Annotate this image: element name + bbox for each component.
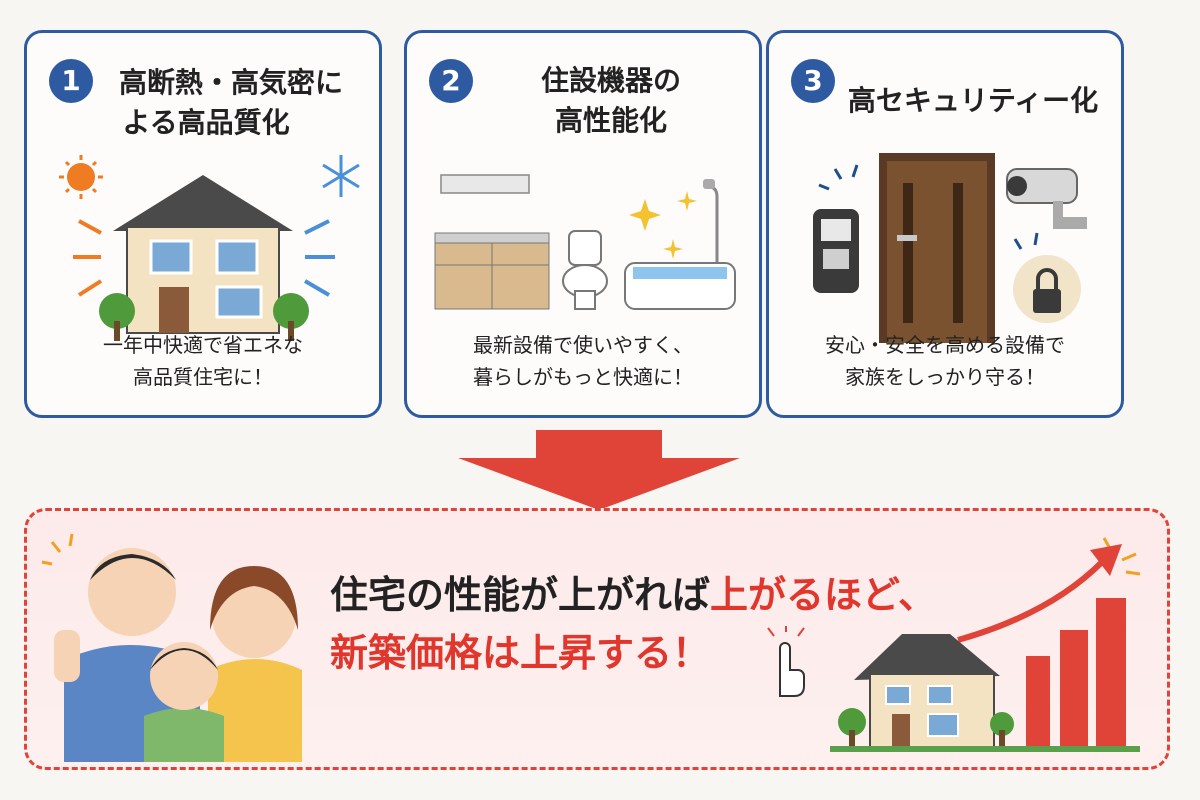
card-description: 安心・安全を高める設備で 家族をしっかり守る！	[779, 329, 1111, 393]
kitchen-icon	[434, 174, 550, 310]
card-description: 一年中快適で省エネな 高品質住宅に！	[37, 329, 369, 393]
price-bar-1	[1026, 656, 1050, 746]
message-line2-red: 新築価格は上昇する！	[330, 631, 711, 675]
house-icon	[113, 175, 293, 334]
card-equipment: 2 住設機器の 高性能化 最新設備で使いやすく、	[404, 30, 762, 418]
card-insulation: 1 高断熱・高気密に よる高品質化	[24, 30, 382, 418]
down-arrow-icon	[458, 430, 740, 510]
snowflake-icon	[322, 155, 360, 197]
card-title-line: 高断熱・高気密に	[118, 66, 343, 99]
sparkle-icon	[629, 191, 697, 259]
card-number: 2	[429, 59, 473, 103]
card-desc-line: 暮らしがもっと快適に！	[473, 365, 693, 389]
message-line-1: 住宅の性能が上がれば上がるほど、	[330, 566, 936, 624]
card-desc-line: 家族をしっかり守る！	[845, 365, 1045, 389]
message-line-2: 新築価格は上昇する！	[330, 624, 936, 682]
card-number: 3	[791, 59, 835, 103]
child	[144, 642, 224, 762]
family-illustration	[41, 533, 302, 762]
mother	[208, 566, 302, 762]
equipment-illustration	[434, 174, 736, 310]
price-bar-2	[1060, 630, 1088, 746]
lock-icon	[1013, 255, 1081, 323]
card-security: 3 高セキュリティー化	[766, 30, 1124, 418]
intercom-icon	[813, 209, 859, 293]
price-bar-3	[1096, 598, 1126, 746]
toilet-icon	[562, 230, 608, 310]
card-desc-line: 最新設備で使いやすく、	[473, 333, 693, 357]
card-desc-line: 安心・安全を高める設備で	[825, 333, 1065, 357]
security-illustration	[813, 153, 1087, 343]
insulated-house-illustration	[59, 155, 360, 341]
card-description: 最新設備で使いやすく、 暮らしがもっと快適に！	[417, 329, 749, 393]
card-title-line: 住設機器の	[540, 64, 681, 97]
card-number: 1	[49, 59, 93, 103]
bathtub-icon	[624, 179, 736, 310]
sun-icon	[59, 155, 103, 199]
door-icon	[879, 153, 995, 343]
conclusion-message: 住宅の性能が上がれば上がるほど、 新築価格は上昇する！	[330, 566, 936, 682]
card-title: 住設機器の 高性能化	[477, 61, 745, 141]
growth-arrow-icon	[957, 544, 1122, 643]
message-line1-black: 住宅の性能が上がれば	[330, 573, 711, 617]
card-desc-line: 高品質住宅に！	[133, 365, 273, 389]
house-icon	[854, 634, 1000, 749]
message-line1-red: 上がるほど、	[710, 573, 937, 617]
card-title-line: 高セキュリティー化	[847, 84, 1099, 117]
card-desc-line: 一年中快適で省エネな	[103, 333, 303, 357]
card-title-line: よる高品質化	[122, 106, 290, 139]
price-growth-illustration	[830, 537, 1141, 752]
card-title: 高セキュリティー化	[839, 81, 1107, 121]
card-title-line: 高性能化	[554, 104, 667, 137]
pointing-hand-icon	[767, 626, 805, 697]
camera-icon	[1006, 168, 1087, 229]
card-title: 高断熱・高気密に よる高品質化	[97, 63, 365, 143]
